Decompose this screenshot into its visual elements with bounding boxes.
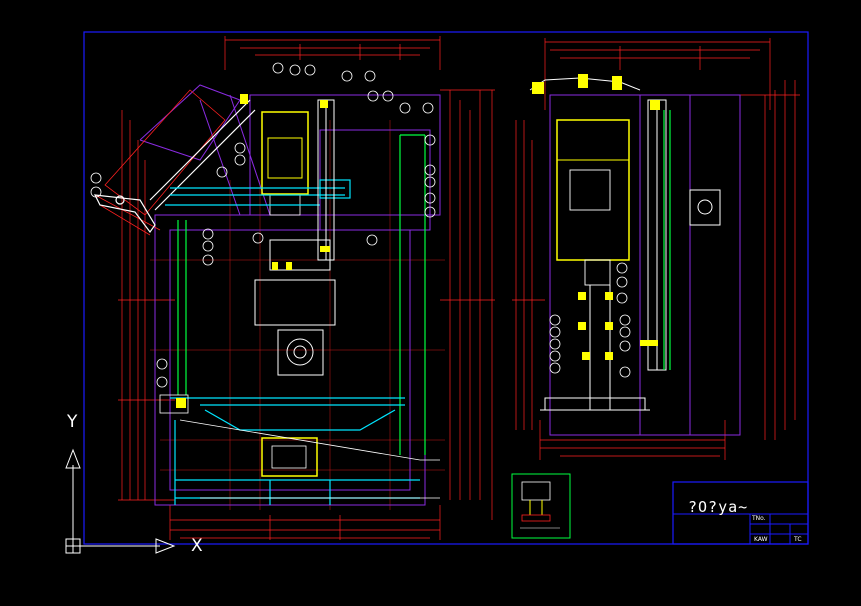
spindle-column <box>254 99 336 326</box>
side-elevation-view <box>512 38 800 460</box>
front-frame-outline <box>139 84 441 506</box>
detail-view <box>511 473 571 539</box>
fittings <box>176 94 330 408</box>
side-part-callouts <box>549 262 631 378</box>
front-top-dimensions <box>224 36 441 70</box>
front-bottom-dimensions <box>169 505 441 540</box>
horizontal-beam <box>165 179 351 206</box>
side-top-dimensions <box>544 38 771 110</box>
side-guide-rails <box>663 110 671 370</box>
side-table <box>540 397 650 411</box>
work-table <box>170 397 420 505</box>
lever-arm <box>93 99 256 234</box>
arm-assembly <box>94 89 226 236</box>
ucs-y-label: Y <box>67 412 78 432</box>
side-small-fittings <box>578 292 658 360</box>
front-left-dimensions <box>118 110 175 501</box>
side-right-dimensions <box>740 80 800 440</box>
drawing-border <box>83 31 809 545</box>
motor-base <box>261 437 318 477</box>
side-motor <box>556 119 630 286</box>
ucs-x-label: X <box>191 536 203 556</box>
side-bottom-dimensions <box>539 420 726 460</box>
motor-top <box>261 111 309 216</box>
side-frame-outline <box>549 94 741 436</box>
drawing-title: ?O?ya~ <box>688 498 749 516</box>
title-block <box>672 481 809 545</box>
titleblock-label-b: TC <box>794 536 802 543</box>
side-top-fittings <box>529 74 660 110</box>
side-column <box>589 99 721 410</box>
gearbox <box>277 329 324 376</box>
front-right-dimensions <box>440 89 495 520</box>
guide-posts <box>177 134 426 455</box>
base-frame <box>159 394 440 499</box>
ucs-icon <box>65 448 176 554</box>
titleblock-number-label: TNo. <box>752 515 766 522</box>
front-elevation-view <box>90 36 495 540</box>
titleblock-label-a: KAW <box>754 536 768 543</box>
side-left-dimensions <box>512 120 545 430</box>
part-callouts <box>90 62 436 388</box>
